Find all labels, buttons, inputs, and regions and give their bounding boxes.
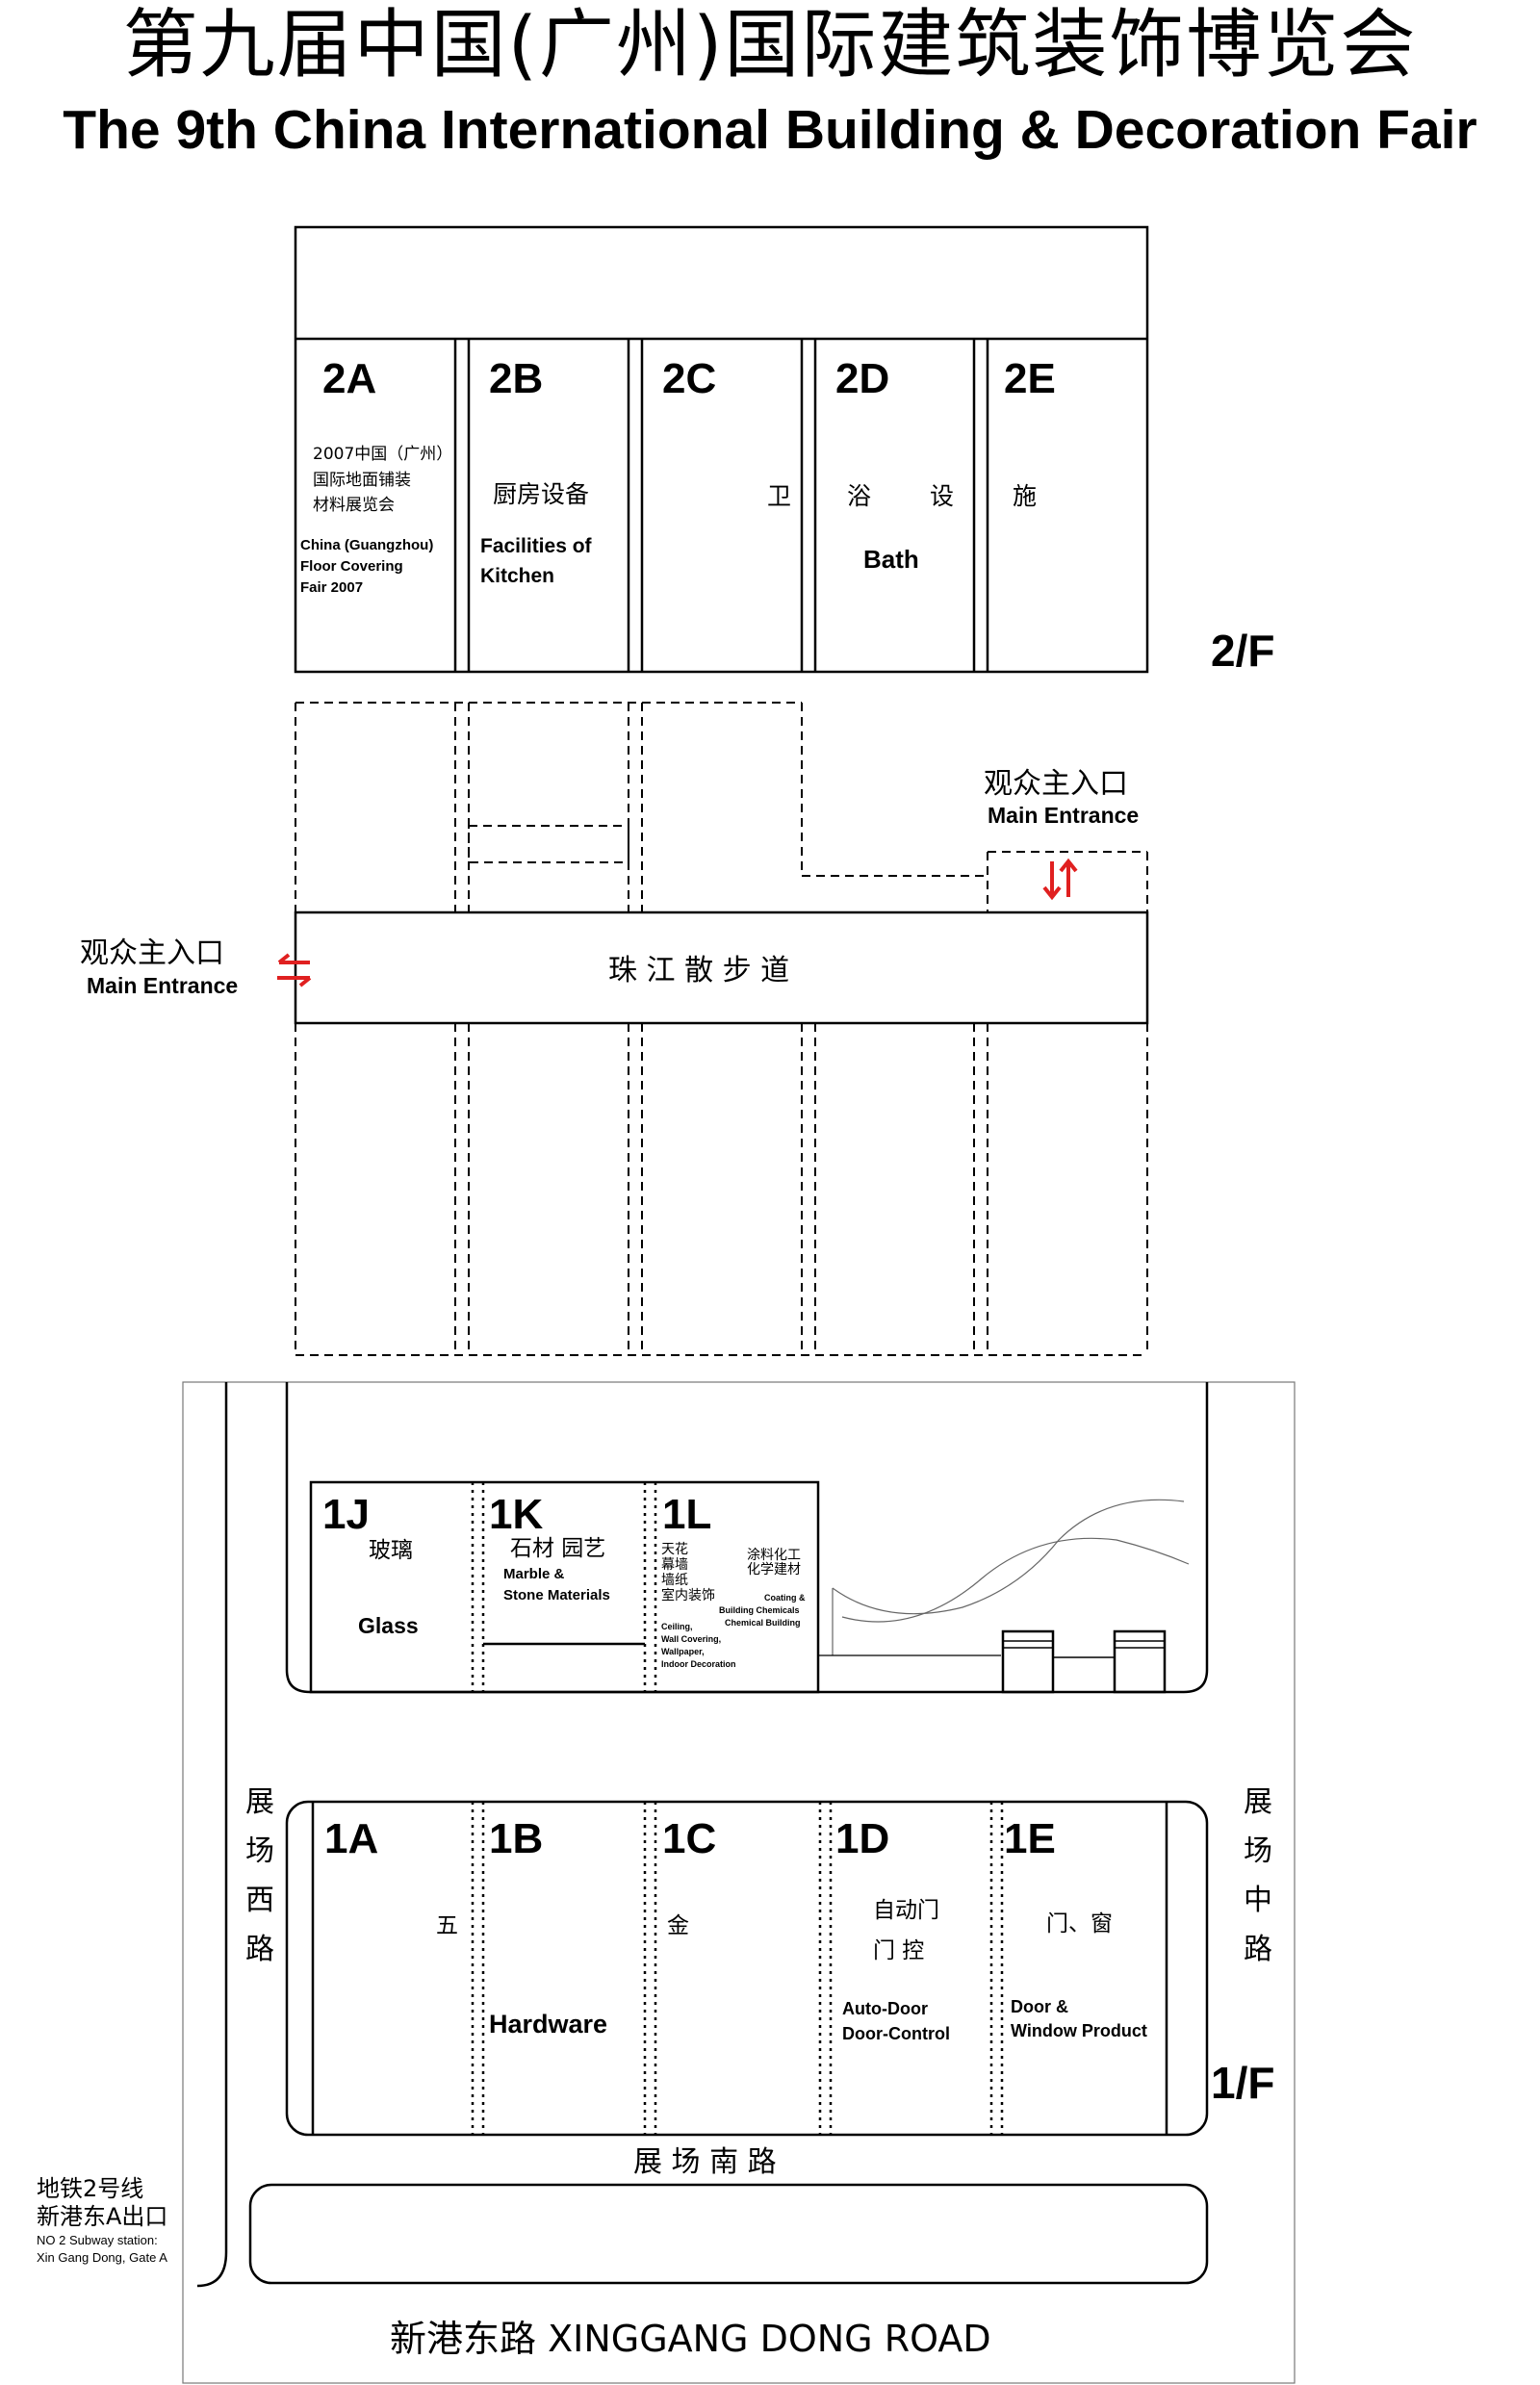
hall-1d-en-line: Auto-Door: [842, 1999, 928, 2018]
middle-road-char: 中: [1244, 1884, 1272, 1917]
hall-1l-en-left: Ceiling,: [661, 1622, 693, 1631]
hall-1l-en-left: Indoor Decoration: [661, 1659, 736, 1669]
hall-2c-code: 2C: [662, 355, 716, 402]
hall-1d-en-line: Door-Control: [842, 2024, 950, 2043]
subway-label-cn: 新港东A出口: [37, 2203, 167, 2230]
north-entrance-cn: 观众主入口: [984, 767, 1128, 801]
middle-road-char: 展: [1244, 1785, 1272, 1819]
hall-1l-cn-left: 墙纸: [661, 1573, 688, 1588]
south-road-loop: [248, 2183, 1209, 2285]
hall-1c-code: 1C: [662, 1815, 716, 1862]
hall-1e-en-line: Door &: [1011, 1997, 1068, 2016]
hall-1d-cn-line: 门 控: [873, 1938, 924, 1963]
hall-1j-en: Glass: [358, 1613, 419, 1638]
west-road-char: 西: [245, 1884, 274, 1917]
hall-1k-code: 1K: [489, 1491, 543, 1538]
hall-2d-code: 2D: [835, 355, 889, 402]
north-entrance-en: Main Entrance: [988, 803, 1139, 828]
west-road-char: 展: [245, 1785, 274, 1819]
west-road-char: 场: [245, 1834, 274, 1868]
hall-2b-en-line: Facilities of: [480, 535, 593, 557]
subway-label-cn: 地铁2号线: [37, 2175, 143, 2202]
hall-1l-cn-left: 幕墙: [661, 1557, 688, 1573]
floor2-label: 2/F: [1211, 626, 1274, 676]
hall-2d-en: Bath: [863, 545, 919, 574]
south-road-label: 展 场 南 路: [633, 2145, 777, 2179]
hall-1e-code: 1E: [1004, 1815, 1056, 1862]
hall-1a-code: 1A: [324, 1815, 378, 1862]
middle-road-char: 场: [1244, 1834, 1272, 1868]
west-road-char: 路: [245, 1933, 274, 1966]
hall-2a-en-line: Fair 2007: [300, 579, 363, 596]
hall-1e-cn: 门、窗: [1046, 1911, 1113, 1936]
hall-2d-cn-char: 设: [930, 482, 954, 510]
west-entrance-arrows-icon: [277, 953, 312, 987]
hall-1j-code: 1J: [322, 1491, 370, 1538]
hall-1l-en-right: Chemical Building: [725, 1618, 801, 1628]
promenade-label: 珠 江 散 步 道: [608, 954, 789, 987]
floor1-south-building: [285, 1800, 1209, 2137]
hall-1j-cn: 玻璃: [369, 1538, 413, 1563]
hall-2d-cn-char: 浴: [847, 482, 871, 510]
floor2-building: [294, 225, 1149, 674]
xinggang-road-label: 新港东路 XINGGANG DONG ROAD: [390, 2318, 991, 2360]
hall-2b-cn: 厨房设备: [493, 480, 589, 508]
hall-2a-cn-line: 2007中国（广州）: [313, 445, 452, 464]
hall-1l-en-right: Coating &: [764, 1593, 806, 1603]
hall-2a-code: 2A: [322, 355, 376, 402]
floor1-site-boundary: [182, 1381, 1296, 2384]
hall-1l-cn-left: 天花: [661, 1542, 688, 1557]
hall-2a-en-line: Floor Covering: [300, 558, 403, 575]
hall-2a-en-line: China (Guangzhou): [300, 537, 433, 553]
hall-2c-cn: 卫: [767, 482, 791, 510]
hall-1l-cn-right: 涂料化工: [747, 1548, 801, 1563]
hall-2a-cn-line: 国际地面铺装: [313, 471, 411, 490]
north-entrance-arrows-icon: [1042, 858, 1078, 901]
floor1-label: 1/F: [1211, 2058, 1274, 2108]
hall-1d-cn-line: 自动门: [873, 1898, 939, 1923]
hall-1c-cn: 金: [667, 1913, 689, 1938]
hall-1l-en-right: Building Chemicals: [719, 1605, 800, 1615]
hall-1k-en-line: Stone Materials: [503, 1587, 610, 1603]
promenade: [294, 910, 1149, 1025]
map-title-english: The 9th China International Building & D…: [63, 99, 1477, 161]
subway-label-en: Xin Gang Dong, Gate A: [37, 2250, 167, 2265]
west-entrance-en: Main Entrance: [87, 973, 238, 998]
hall-2b-code: 2B: [489, 355, 543, 402]
hall-2a-cn-line: 材料展览会: [313, 496, 395, 515]
hall-1e-en-line: Window Product: [1011, 2021, 1147, 2040]
subway-label-en: NO 2 Subway station:: [37, 2233, 158, 2247]
hall-1l-cn-right: 化学建材: [747, 1562, 801, 1577]
hall-1b-code: 1B: [489, 1815, 543, 1862]
hall-1l-en-left: Wallpaper,: [661, 1647, 705, 1656]
hall-2e-code: 2E: [1004, 355, 1056, 402]
hall-1a-cn: 五: [436, 1913, 458, 1938]
hall-1l-code: 1L: [662, 1491, 711, 1538]
hall-1l-en-left: Wall Covering,: [661, 1634, 721, 1644]
hall-2b-en-line: Kitchen: [480, 565, 554, 587]
map-title-chinese: 第九届中国(广州)国际建筑装饰博览会: [122, 2, 1418, 89]
hall-1b-en: Hardware: [489, 2010, 607, 2039]
hall-1l-cn-left: 室内装饰: [661, 1587, 715, 1603]
west-entrance-cn: 观众主入口: [80, 936, 224, 970]
hall-1k-cn: 石材 园艺: [510, 1536, 605, 1561]
hall-2e-cn: 施: [1013, 482, 1037, 510]
hall-1k-en-line: Marble &: [503, 1566, 565, 1582]
middle-road-char: 路: [1244, 1933, 1272, 1966]
hall-1d-code: 1D: [835, 1815, 889, 1862]
